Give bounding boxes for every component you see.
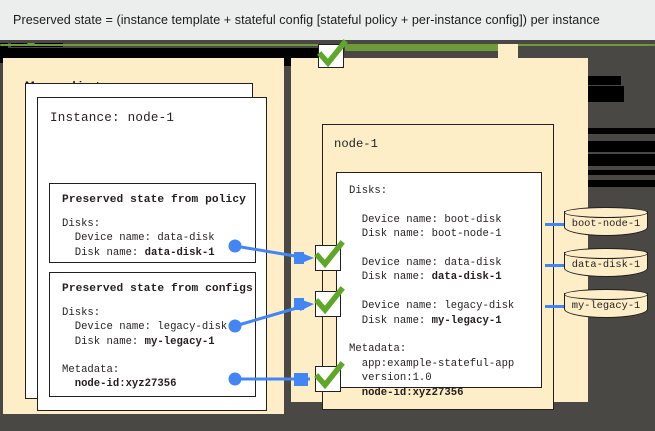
node-disks-label: Disks: bbox=[349, 185, 388, 197]
disk-label: data-disk-1 bbox=[571, 259, 641, 271]
disk-link-data bbox=[545, 264, 573, 267]
configs-box-body: Disks: Device name: legacy-disk Disk nam… bbox=[62, 306, 227, 392]
disk-boot-node-1: boot-node-1 bbox=[564, 207, 650, 239]
check-icon bbox=[317, 39, 348, 68]
node-metadata-version: version:1.0 bbox=[349, 372, 432, 385]
node-legacy-diskname-value: my-legacy-1 bbox=[431, 314, 502, 327]
node-metadata-nodeid: node-id:xyz27356 bbox=[349, 386, 464, 399]
policy-box-body: Disks: Device name: data-disk Disk name:… bbox=[62, 217, 215, 260]
disk-link-boot bbox=[545, 223, 573, 226]
check-node-id bbox=[314, 361, 345, 392]
check-icon bbox=[314, 361, 345, 390]
disk-label: my-legacy-1 bbox=[571, 300, 641, 312]
check-icon bbox=[314, 240, 345, 269]
check-top-partial bbox=[317, 39, 348, 68]
node-data-diskname-value: data-disk-1 bbox=[431, 271, 502, 284]
node-details-box: Disks: Device name: boot-disk Disk name:… bbox=[336, 172, 542, 399]
redaction-bar bbox=[565, 180, 655, 187]
redaction-bar bbox=[565, 170, 655, 175]
node-details-body: Disks: Device name: boot-disk Disk name:… bbox=[349, 184, 514, 400]
configs-box-header: Preserved state from configs bbox=[62, 283, 253, 295]
configs-line-disks: Disks: bbox=[62, 307, 101, 319]
preserved-state-from-policy-box: Preserved state from policy Disks: Devic… bbox=[49, 183, 256, 263]
disk-top-ellipse bbox=[564, 207, 648, 218]
disk-label: boot-node-1 bbox=[571, 218, 641, 230]
caption-text: Preserved state = (instance template + s… bbox=[13, 13, 600, 27]
preserved-state-from-configs-box: Preserved state from configs Disks: Devi… bbox=[49, 272, 256, 397]
configs-line-device: Device name: legacy-disk bbox=[62, 321, 228, 334]
policy-line-device: Device name: data-disk bbox=[62, 232, 215, 245]
redaction-bar bbox=[568, 128, 655, 134]
configs-line-diskname-prefix: Disk name: bbox=[62, 335, 145, 348]
configs-line-nodeid-value: node-id:xyz27356 bbox=[74, 378, 177, 391]
policy-box-header: Preserved state from policy bbox=[62, 194, 246, 206]
caption-bar: Preserved state = (instance template + s… bbox=[0, 0, 655, 40]
node-legacy-device: Device name: legacy-disk bbox=[349, 300, 515, 313]
node-legacy-diskname-prefix: Disk name: bbox=[349, 314, 432, 327]
node-boot-diskname: Disk name: boot-node-1 bbox=[349, 228, 502, 241]
node-metadata-label: Metadata: bbox=[349, 343, 407, 356]
instance-label: Instance: node-1 bbox=[50, 111, 175, 125]
node-data-diskname-prefix: Disk name: bbox=[349, 271, 432, 284]
configs-line-diskname-value: my-legacy-1 bbox=[144, 335, 215, 348]
check-icon bbox=[314, 286, 345, 315]
node-title: node-1 bbox=[334, 137, 378, 151]
node-boot-device: Device name: boot-disk bbox=[349, 213, 502, 226]
disk-data-disk-1: data-disk-1 bbox=[564, 248, 650, 280]
disk-top-ellipse bbox=[564, 248, 648, 259]
policy-line-diskname-prefix: Disk name: bbox=[62, 246, 145, 259]
disk-link-legacy bbox=[545, 305, 573, 308]
configs-line-metadata: Metadata: bbox=[62, 364, 120, 377]
disk-my-legacy-1: my-legacy-1 bbox=[564, 289, 650, 321]
node-data-device: Device name: data-disk bbox=[349, 257, 502, 270]
redaction-bar bbox=[565, 141, 655, 152]
disk-top-ellipse bbox=[564, 289, 648, 300]
policy-line-diskname-value: data-disk-1 bbox=[144, 246, 215, 259]
policy-line-disks: Disks: bbox=[62, 218, 101, 230]
check-data-disk bbox=[314, 240, 345, 271]
node-metadata-app: app:example-stateful-app bbox=[349, 357, 515, 370]
check-legacy-disk bbox=[314, 286, 345, 317]
green-accent-line bbox=[345, 45, 503, 51]
